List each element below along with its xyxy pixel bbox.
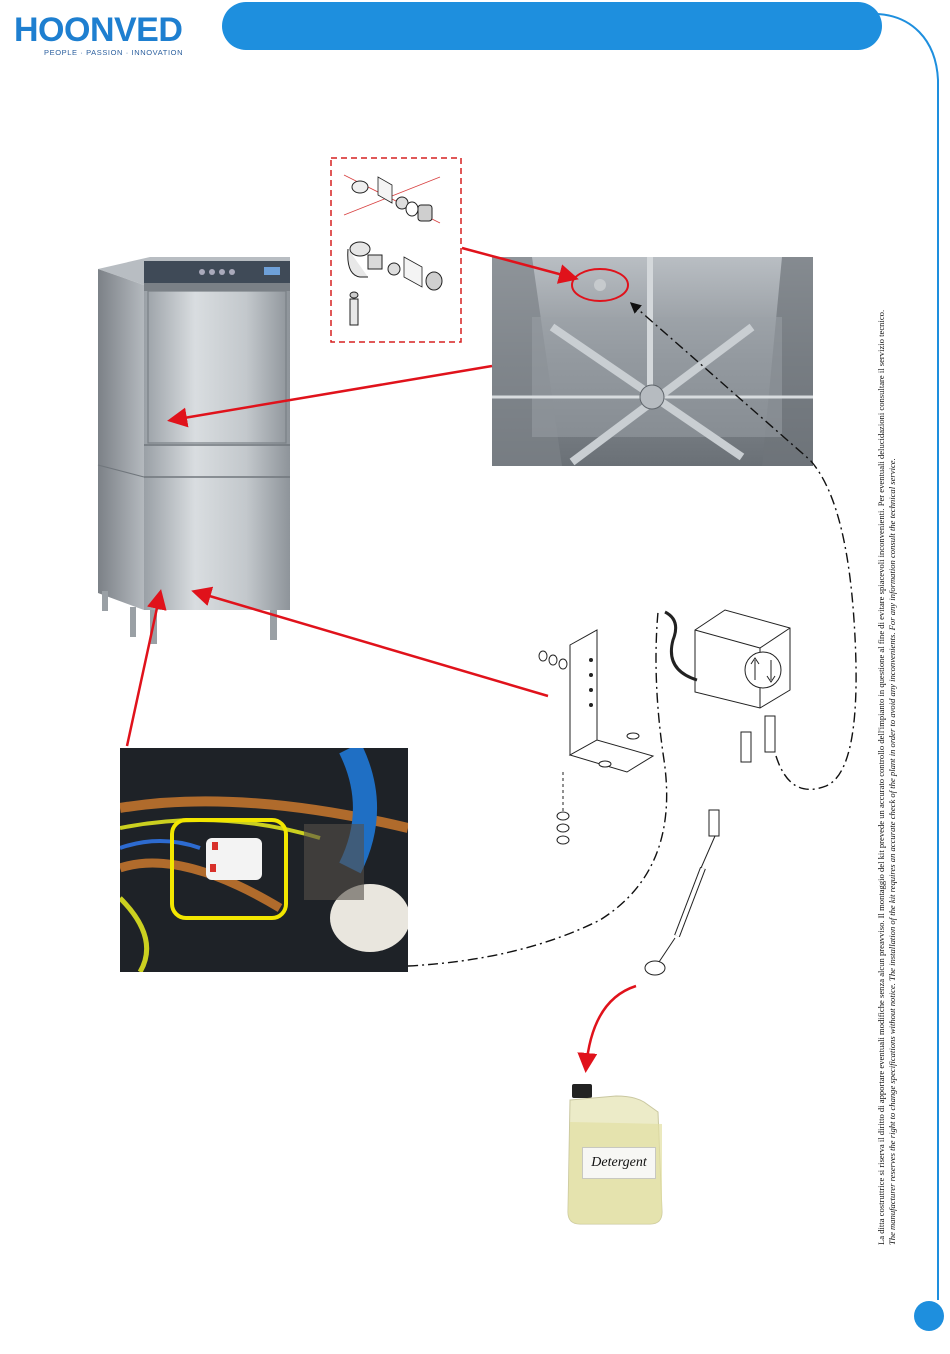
arrow-box-to-photo — [461, 246, 579, 284]
page-indicator-dot — [914, 1301, 944, 1331]
brand-name: HOONVED — [14, 11, 183, 49]
wiring-photo — [120, 748, 408, 972]
page-frame-line — [877, 13, 939, 1300]
parts-detail-box — [330, 157, 462, 343]
dashdot-line-pump-to-arm — [629, 302, 857, 791]
detergent-label: Detergent — [582, 1147, 656, 1179]
dishwasher-illustration — [97, 257, 290, 644]
brand-tagline: PEOPLE · PASSION · INNOVATION — [44, 48, 184, 57]
header-bar — [222, 2, 882, 50]
wash-arm-photo — [492, 257, 813, 466]
arrow-pump-to-machine — [191, 586, 549, 698]
arrow-photo-to-machine — [167, 364, 493, 428]
arrow-wiring-to-machine — [125, 589, 167, 747]
brand-logo: HOONVED PEOPLE · PASSION · INNOVATION — [14, 10, 204, 60]
arrow-tube-to-canister — [577, 984, 637, 1073]
detergent-pump-drawing — [538, 609, 791, 976]
